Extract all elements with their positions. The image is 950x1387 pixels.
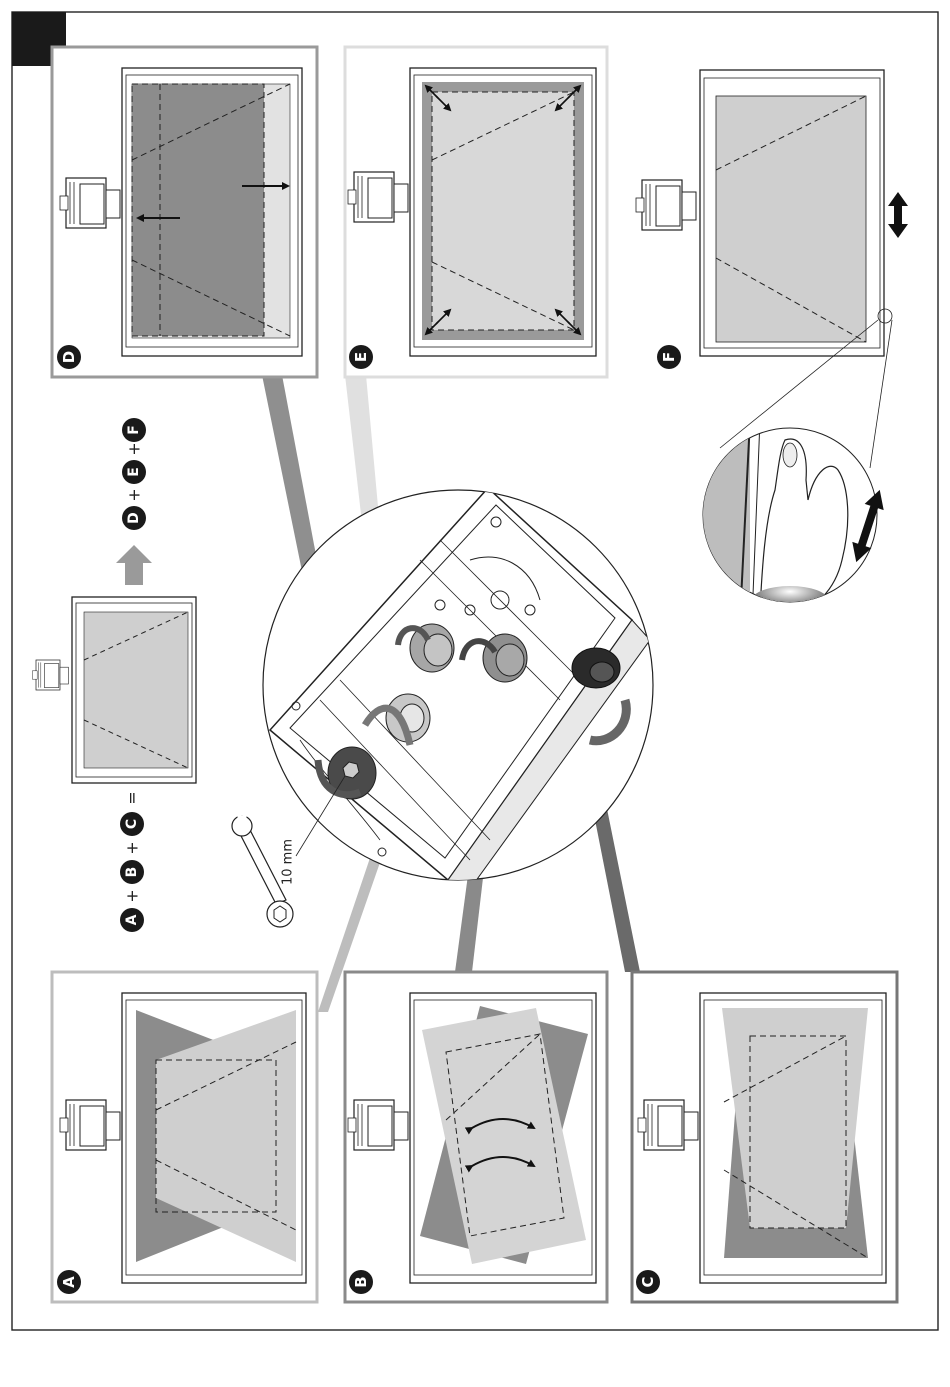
formula-plus-1: +: [123, 889, 142, 902]
panel-a-label: A: [60, 1276, 78, 1288]
adjustment-mechanism-detail: [263, 488, 653, 900]
panel-f: F: [636, 70, 908, 468]
panel-b-label: B: [352, 1276, 370, 1287]
knob-medium-gray-2: [483, 634, 527, 682]
panel-f-label: F: [660, 352, 678, 362]
panel-c-label: C: [639, 1276, 657, 1287]
next-step-arrow-icon: [116, 545, 152, 585]
panel-d-label: D: [60, 351, 78, 363]
formula-d: D: [126, 512, 142, 524]
formula-b: B: [124, 867, 140, 878]
panel-c: C: [632, 972, 897, 1302]
formula-def: D + E + F: [122, 418, 146, 530]
panel-e: E: [345, 47, 607, 377]
formula-plus-3: +: [125, 488, 144, 501]
panel-a: A: [52, 972, 317, 1302]
panel-e-label: E: [352, 352, 370, 362]
formula-a: A: [124, 914, 140, 925]
formula-e: E: [126, 467, 142, 477]
hand-detail: [690, 420, 889, 620]
formula-f: F: [126, 425, 142, 435]
panel-d: D: [52, 47, 317, 377]
vertical-adjust-arrow-icon: [888, 192, 908, 238]
formula-c: C: [124, 819, 140, 829]
formula-plus-4: +: [125, 442, 144, 455]
panel-b: B: [345, 972, 607, 1302]
knob-black: [572, 648, 620, 688]
formula-abc: A + B + C =: [120, 791, 144, 932]
formula-equals: =: [123, 791, 142, 804]
wrench-size-label: 10 mm: [281, 839, 296, 885]
overview-board: [32, 597, 196, 783]
formula-plus-2: +: [123, 841, 142, 854]
